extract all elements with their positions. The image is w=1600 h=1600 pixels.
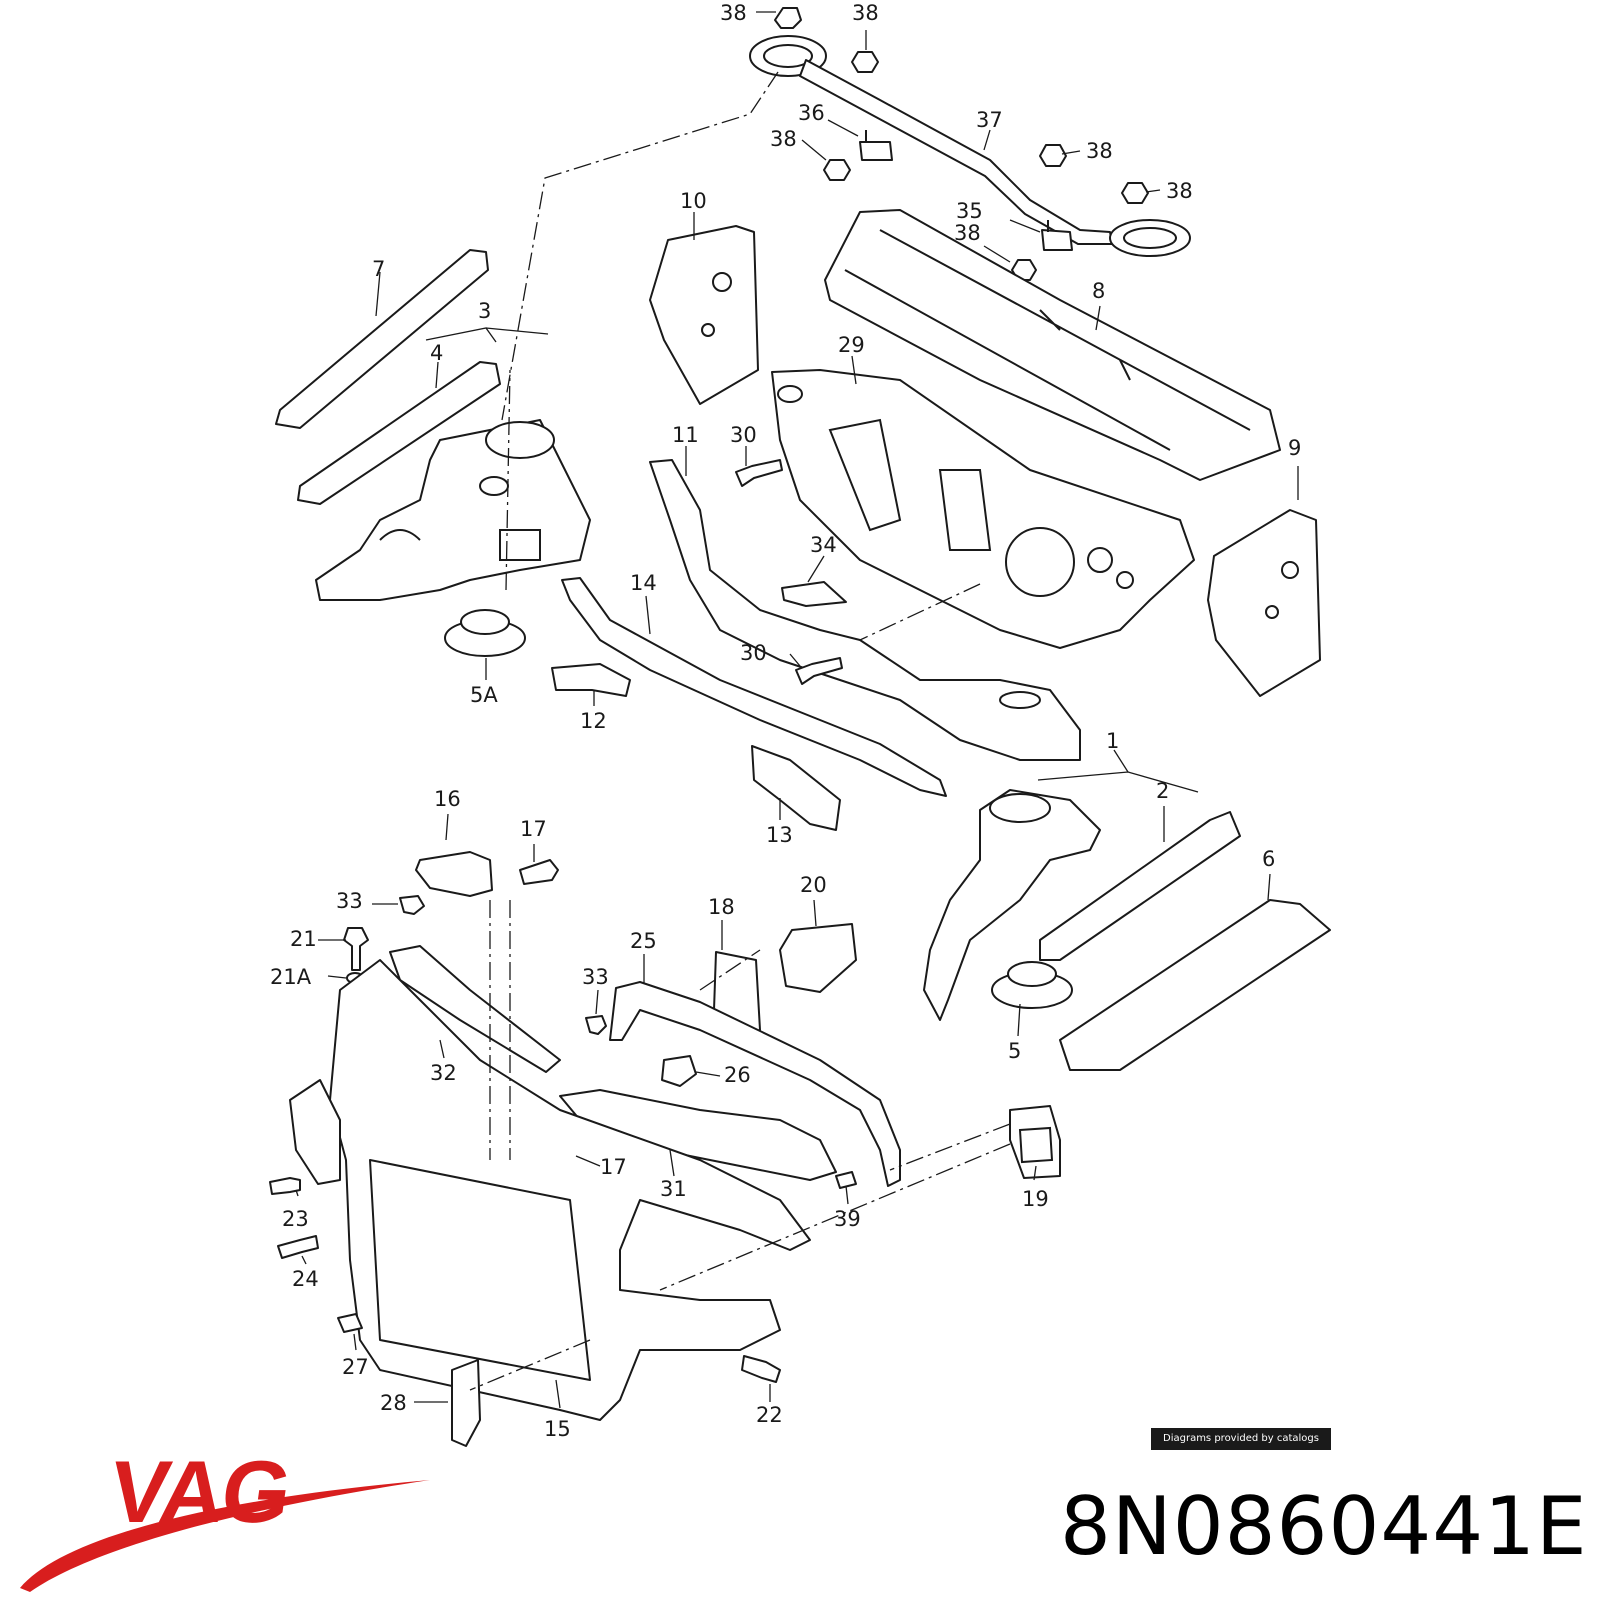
cross-member-32 bbox=[389, 945, 561, 1073]
seal-11 bbox=[649, 459, 1081, 761]
callout-label: 28 bbox=[380, 1391, 407, 1415]
callout-label: 21 bbox=[290, 927, 317, 951]
callout-label: 1 bbox=[1106, 729, 1119, 753]
callout-label: 11 bbox=[672, 423, 699, 447]
callout-label: 20 bbox=[800, 873, 827, 897]
clip-39 bbox=[835, 1171, 857, 1189]
callout-label: 7 bbox=[372, 257, 385, 281]
callout-label: 39 bbox=[834, 1207, 861, 1231]
callout-label: 32 bbox=[430, 1061, 457, 1085]
brand-name: VAG bbox=[104, 1442, 296, 1541]
bolt-23 bbox=[269, 1177, 301, 1195]
callout-label: 15 bbox=[544, 1417, 571, 1441]
callout-label: 17 bbox=[520, 817, 547, 841]
support-bar-25 bbox=[609, 981, 901, 1187]
callout-label: 14 bbox=[630, 571, 657, 595]
brackets-35-36 bbox=[859, 130, 1073, 251]
bracket-12 bbox=[551, 663, 631, 697]
callout-label: 2 bbox=[1156, 779, 1169, 803]
callout-label: 9 bbox=[1288, 436, 1301, 460]
rail-6 bbox=[1059, 899, 1331, 1071]
callout-label: 36 bbox=[798, 101, 825, 125]
bracket-28 bbox=[451, 1359, 481, 1447]
diagram-credit-badge: Diagrams provided by catalogs parts bbox=[1151, 1428, 1331, 1466]
callout-label: 35 bbox=[956, 199, 983, 223]
assembly-lines bbox=[469, 71, 1011, 1391]
callout-label: 38 bbox=[1086, 139, 1113, 163]
bolt-24 bbox=[277, 1235, 319, 1259]
callout-label: 38 bbox=[852, 1, 879, 25]
vag-logo: VAG bbox=[20, 1442, 430, 1592]
callout-label: 10 bbox=[680, 189, 707, 213]
bracket-19 bbox=[1009, 1105, 1061, 1179]
callout-label: 6 bbox=[1262, 847, 1275, 871]
callout-label: 30 bbox=[730, 423, 757, 447]
side-panel-10 bbox=[649, 225, 759, 405]
bolt-21 bbox=[343, 927, 369, 971]
clip-33 bbox=[399, 895, 425, 915]
callout-label: 29 bbox=[838, 333, 865, 357]
lock-16 bbox=[415, 851, 493, 897]
bolts-30 bbox=[735, 459, 843, 685]
rail-4 bbox=[297, 361, 501, 505]
callout-label: 24 bbox=[292, 1267, 319, 1291]
callout-labels: 38 38 36 38 37 38 38 35 38 10 7 8 3 4 29… bbox=[270, 1, 1301, 1441]
callout-label: 12 bbox=[580, 709, 607, 733]
air-guide-left bbox=[289, 1079, 341, 1185]
callout-label: 4 bbox=[430, 341, 443, 365]
callout-label: 16 bbox=[434, 787, 461, 811]
callout-label: 22 bbox=[756, 1403, 783, 1427]
callout-label: 37 bbox=[976, 108, 1003, 132]
callout-label: 26 bbox=[724, 1063, 751, 1087]
seal-14 bbox=[561, 577, 947, 797]
callout-label: 8 bbox=[1092, 279, 1105, 303]
callout-label: 38 bbox=[1166, 179, 1193, 203]
spring-seat-5A bbox=[444, 609, 526, 657]
clip-27 bbox=[337, 1313, 363, 1333]
callout-label: 18 bbox=[708, 895, 735, 919]
callout-label: 17 bbox=[600, 1155, 627, 1179]
callout-label: 38 bbox=[954, 221, 981, 245]
callout-label: 30 bbox=[740, 641, 767, 665]
callout-label: 13 bbox=[766, 823, 793, 847]
spring-seat-5 bbox=[991, 961, 1073, 1009]
strut-tower-3 bbox=[315, 419, 591, 601]
bracket-34 bbox=[781, 581, 847, 607]
callout-label: 19 bbox=[1022, 1187, 1049, 1211]
bracket-20 bbox=[779, 923, 857, 993]
bracket-13 bbox=[751, 745, 841, 831]
callout-label: 38 bbox=[720, 1, 747, 25]
callout-label: 21A bbox=[270, 965, 312, 989]
side-panel-9 bbox=[1207, 509, 1321, 697]
callout-label: 3 bbox=[478, 299, 491, 323]
plenum-panel-8 bbox=[824, 209, 1281, 481]
callout-label: 27 bbox=[342, 1355, 369, 1379]
part-number: 8N0860441E bbox=[1060, 1480, 1588, 1573]
callout-label: 34 bbox=[810, 533, 837, 557]
strut-brace-37 bbox=[749, 35, 1191, 257]
rail-7 bbox=[275, 249, 489, 429]
callout-label: 25 bbox=[630, 929, 657, 953]
callout-label: 33 bbox=[582, 965, 609, 989]
callout-label: 23 bbox=[282, 1207, 309, 1231]
callout-label: 38 bbox=[770, 127, 797, 151]
rail-2 bbox=[1039, 811, 1241, 961]
callout-label: 31 bbox=[660, 1177, 687, 1201]
callout-label: 33 bbox=[336, 889, 363, 913]
bulkhead-29 bbox=[771, 369, 1195, 649]
strut-tower-1 bbox=[923, 789, 1101, 1021]
nuts-38 bbox=[774, 7, 1149, 281]
leader-lines bbox=[295, 11, 1299, 1409]
clip-33-b bbox=[585, 1015, 607, 1035]
callout-label: 5A bbox=[470, 683, 498, 707]
callout-label: 5 bbox=[1008, 1039, 1021, 1063]
bracket-26 bbox=[661, 1055, 697, 1087]
bolt-22 bbox=[741, 1355, 781, 1383]
bolt-17-upper bbox=[519, 859, 559, 885]
